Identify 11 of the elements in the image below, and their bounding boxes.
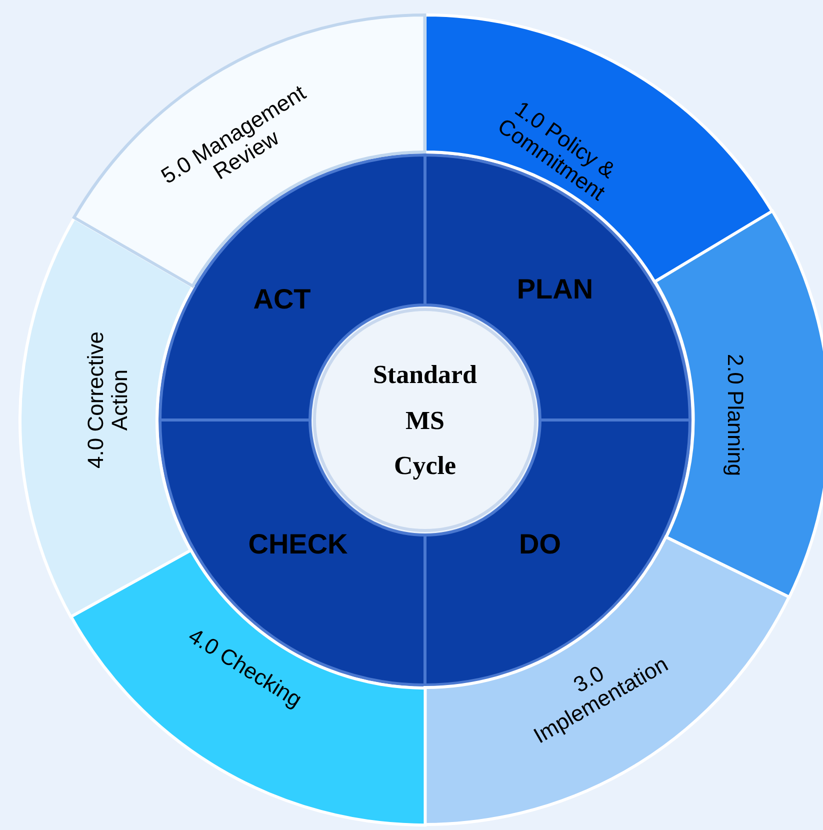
ring-segment xyxy=(654,211,823,598)
step-label: 2.0 Planning xyxy=(722,352,748,478)
step-label: 4.0 Corrective Action xyxy=(84,330,132,470)
ring-segment xyxy=(74,15,425,286)
center-title: Standard MS Cycle xyxy=(372,358,478,482)
center-circle xyxy=(313,308,537,532)
phase-label: DO xyxy=(519,530,561,560)
ring-segment xyxy=(20,218,193,616)
phase-label: CHECK xyxy=(248,530,348,560)
phase-label: ACT xyxy=(253,284,311,316)
phase-label: PLAN xyxy=(516,274,594,306)
